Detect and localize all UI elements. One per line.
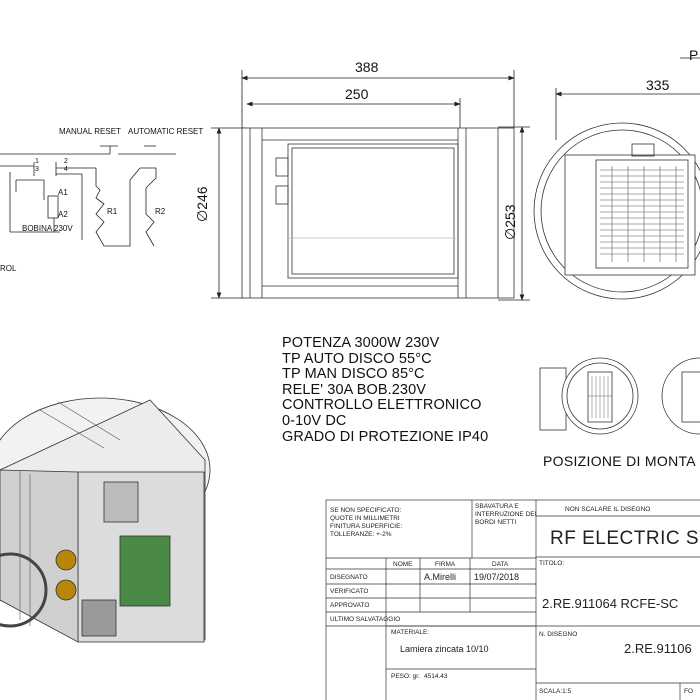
dim-250: 250 xyxy=(345,86,369,102)
tb-row-approvato: APPROVATO xyxy=(330,602,370,609)
tb-titolo-value: 2.RE.911064 RCFE-SC xyxy=(542,596,679,611)
tb-deburr-2: BORDI NETTI xyxy=(475,519,517,526)
label-a2: A2 xyxy=(58,210,68,219)
spec-tp-man: TP MAN DISCO 85°C xyxy=(282,366,425,383)
mounting-label: POSIZIONE DI MONTA xyxy=(543,453,696,469)
tb-materiale-value: Lamiera zincata 10/10 xyxy=(400,644,489,654)
dim-335: 335 xyxy=(646,77,670,93)
tb-deburr-1: INTERRUZIONE DEI xyxy=(475,511,537,518)
tb-deburr-0: SBAVATURA E xyxy=(475,503,519,510)
tb-materiale-label: MATERIALE: xyxy=(391,629,430,636)
label-coil: BOBINA 230V xyxy=(22,224,73,233)
spec-signal: 0-10V DC xyxy=(282,412,347,429)
side-view xyxy=(241,127,515,299)
tb-disegno-label: N. DISEGNO xyxy=(539,631,578,638)
label-a1: A1 xyxy=(58,188,68,197)
spec-list: POTENZA 3000W 230V TP AUTO DISCO 55°C TP… xyxy=(282,335,542,445)
tb-peso-label: PESO: gr. xyxy=(391,673,420,680)
wiring-diagram xyxy=(0,145,176,247)
terminal-1: 1 xyxy=(35,158,39,165)
label-r1: R1 xyxy=(107,207,118,216)
tb-note-2: FINITURA SUPERFICIE: xyxy=(330,523,403,530)
tb-note-0: SE NON SPECIFICATO: xyxy=(330,507,402,514)
title-block-grid xyxy=(325,499,700,700)
spec-control: CONTROLLO ELETTRONICO xyxy=(282,397,482,414)
tb-row-disegnato: DISEGNATO xyxy=(330,574,368,581)
label-manual-reset: MANUAL RESET xyxy=(59,127,121,136)
terminal-2: 2 xyxy=(64,158,68,165)
tb-peso-value: 4514.43 xyxy=(424,673,448,680)
dim-388: 388 xyxy=(355,59,379,75)
spec-tp-auto: TP AUTO DISCO 55°C xyxy=(282,350,432,367)
dim-diameter-253: ∅253 xyxy=(502,204,518,240)
tb-foglio-fragment: FO xyxy=(684,688,694,695)
terminal-4: 4 xyxy=(64,166,68,173)
spec-relay: RELE' 30A BOB.230V xyxy=(282,381,427,398)
label-control-fragment: ROL xyxy=(0,264,17,273)
tb-col-data: DATA xyxy=(492,561,509,568)
tb-titolo-label: TITOLO: xyxy=(539,560,565,567)
spec-protection: GRADO DI PROTEZIONE IP40 xyxy=(282,428,489,445)
dim-corner-letter: P xyxy=(689,47,699,63)
mounting-positions xyxy=(539,357,700,435)
tb-note-3: TOLLERANZE: +-2% xyxy=(330,531,392,538)
spec-power: POTENZA 3000W 230V xyxy=(282,335,440,351)
tb-disegno-value: 2.RE.91106 xyxy=(624,641,692,656)
tb-scala: SCALA:1:5 xyxy=(539,688,572,695)
tb-title: RF ELECTRIC S xyxy=(550,528,700,549)
tb-col-nome: NOME xyxy=(393,561,413,568)
tb-firma-value: A.Mirelli xyxy=(424,572,457,582)
tb-col-firma: FIRMA xyxy=(435,561,456,568)
label-r2: R2 xyxy=(155,207,166,216)
tb-note-1: QUOTE IN MILLIMETRI xyxy=(330,515,400,522)
dim-diameter-246: ∅246 xyxy=(194,186,210,222)
label-automatic-reset: AUTOMATIC RESET xyxy=(128,127,204,136)
end-view xyxy=(533,122,700,300)
isometric-view xyxy=(0,397,211,643)
tb-row-ultimo: ULTIMO SALVATAGGIO xyxy=(330,616,401,623)
tb-no-scale: NON SCALARE IL DISEGNO xyxy=(565,506,651,513)
dimension-lines xyxy=(211,57,700,301)
tb-row-verificato: VERIFICATO xyxy=(330,588,369,595)
terminal-3: 3 xyxy=(35,166,39,173)
tb-data-value: 19/07/2018 xyxy=(474,572,520,582)
